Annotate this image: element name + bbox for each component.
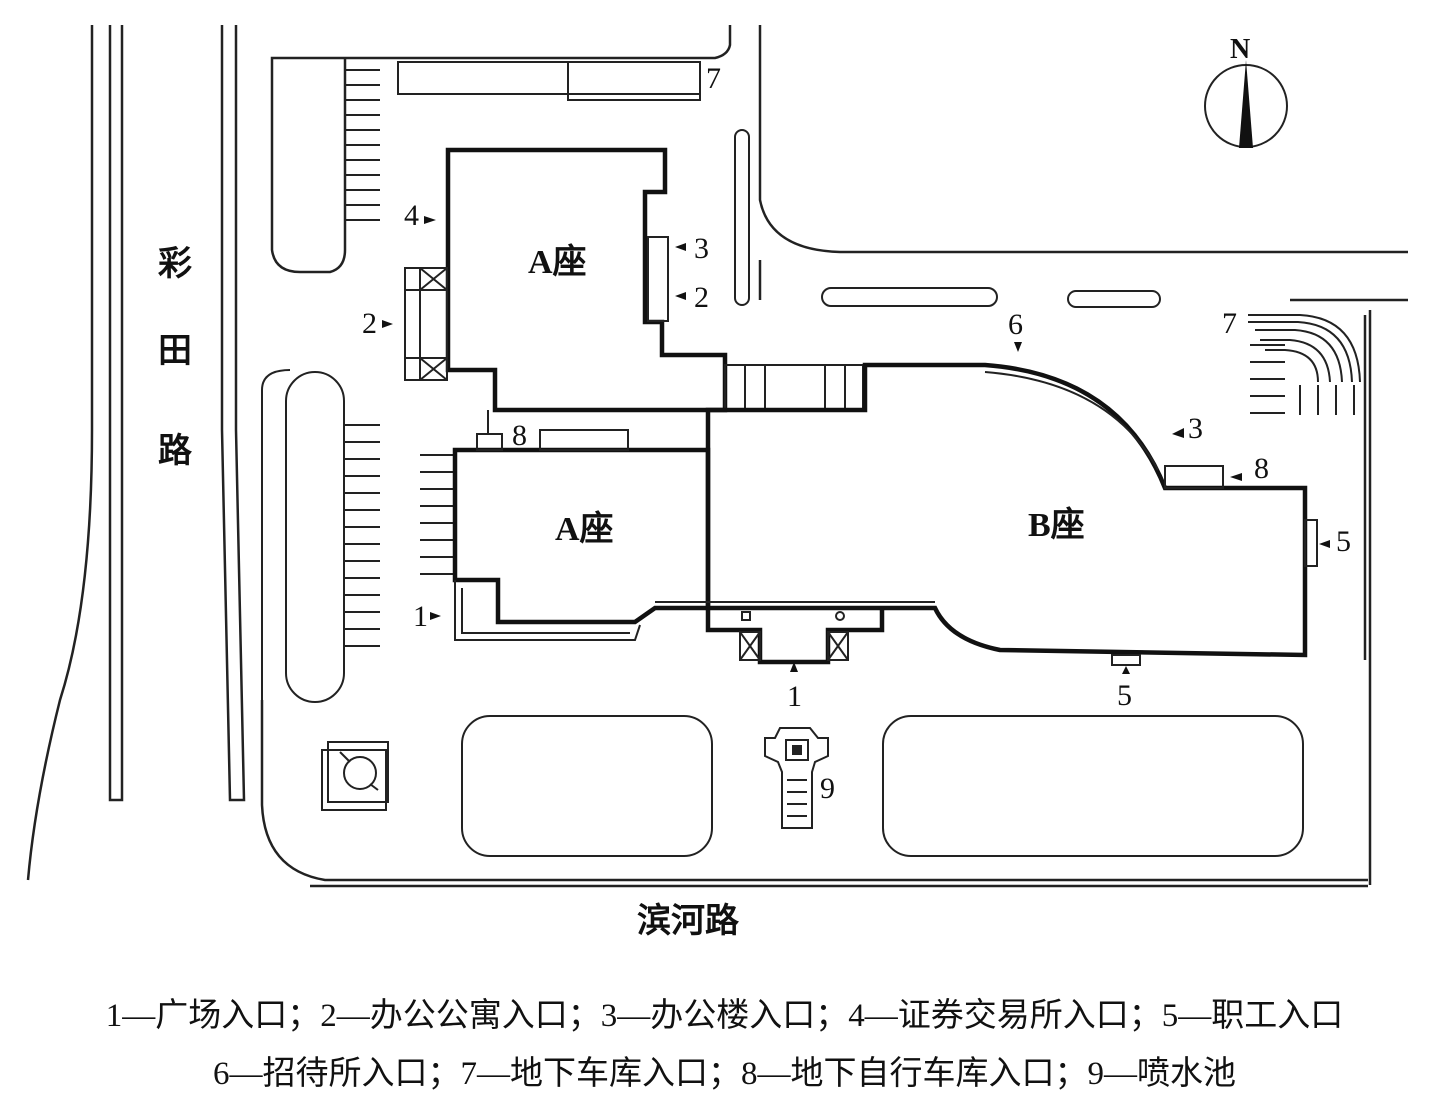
marker-4: 4 — [404, 199, 436, 232]
marker-2-left: 2 — [362, 307, 393, 340]
road-west-char-1: 彩 — [158, 245, 192, 283]
south-lawns — [461, 715, 1304, 857]
east-garage-ramp — [1248, 314, 1361, 383]
marker-2-right-label: 2 — [694, 281, 709, 314]
entrance-2-west — [404, 267, 448, 381]
building-b — [655, 362, 1318, 666]
marker-8-b: 8 — [1230, 452, 1269, 485]
building-b-label: B座 — [1028, 506, 1085, 544]
marker-3-a-label: 3 — [694, 232, 709, 265]
marker-7-right: 7 — [1222, 307, 1237, 340]
north-road — [270, 25, 1408, 885]
sculpture — [321, 741, 389, 811]
marker-2-left-label: 2 — [362, 307, 377, 340]
parking-west-a — [345, 424, 380, 647]
marker-8-a-label: 8 — [512, 419, 527, 452]
marker-3-b-label: 3 — [1188, 412, 1203, 445]
marker-9-label: 9 — [820, 772, 835, 805]
marker-1-left-label: 1 — [413, 600, 428, 633]
marker-4-label: 4 — [404, 199, 419, 232]
west-greens — [261, 369, 345, 703]
road-south-label: 滨河路 — [637, 902, 740, 940]
marker-5-right: 5 — [1319, 525, 1351, 558]
marker-5-bottom: 5 — [1117, 666, 1132, 712]
marker-7-right-label: 7 — [1222, 307, 1237, 340]
parking-east — [1250, 344, 1355, 415]
building-a-upper — [404, 147, 728, 413]
north-garage-ramp — [397, 61, 701, 101]
building-a-upper-label: A座 — [528, 243, 587, 281]
marker-2-right: 2 — [675, 281, 709, 314]
marker-8-a: 8 — [512, 419, 527, 452]
parking-north-west — [345, 69, 380, 221]
marker-1-bottom: 1 — [787, 662, 802, 713]
marker-8-b-label: 8 — [1254, 452, 1269, 485]
west-road — [26, 25, 1368, 888]
marker-1-left: 1 — [413, 600, 441, 633]
site-plan: N A座 A座 B座 彩 田 路 滨河路 4 2 3 2 7 7 6 3 8 — [26, 25, 1408, 940]
building-a-lower-label: A座 — [555, 510, 614, 548]
north-label: N — [1230, 34, 1250, 65]
main-entrance-south — [705, 608, 885, 665]
fountain — [764, 727, 829, 829]
legend-line-2: 6—招待所入口；7—地下车库入口；8—地下自行车库入口；9—喷水池 — [213, 1056, 1236, 1092]
marker-7-top-label: 7 — [706, 62, 721, 95]
marker-3-b: 3 — [1172, 412, 1203, 445]
marker-9: 9 — [820, 772, 835, 805]
marker-7-top: 7 — [706, 62, 721, 95]
road-west-char-3: 路 — [158, 432, 193, 470]
north-arrow: N — [1204, 34, 1288, 148]
marker-5-bottom-label: 5 — [1117, 679, 1132, 712]
marker-3-a: 3 — [675, 232, 709, 265]
legend-line-1: 1—广场入口；2—办公公寓入口；3—办公楼入口；4—证券交易所入口；5—职工入口 — [105, 998, 1344, 1034]
marker-6-label: 6 — [1008, 308, 1023, 341]
connector — [724, 364, 864, 411]
marker-1-bottom-label: 1 — [787, 680, 802, 713]
marker-6: 6 — [1008, 308, 1023, 352]
road-west-char-2: 田 — [158, 333, 192, 370]
parking-west-b — [420, 454, 455, 575]
marker-5-right-label: 5 — [1336, 525, 1351, 558]
